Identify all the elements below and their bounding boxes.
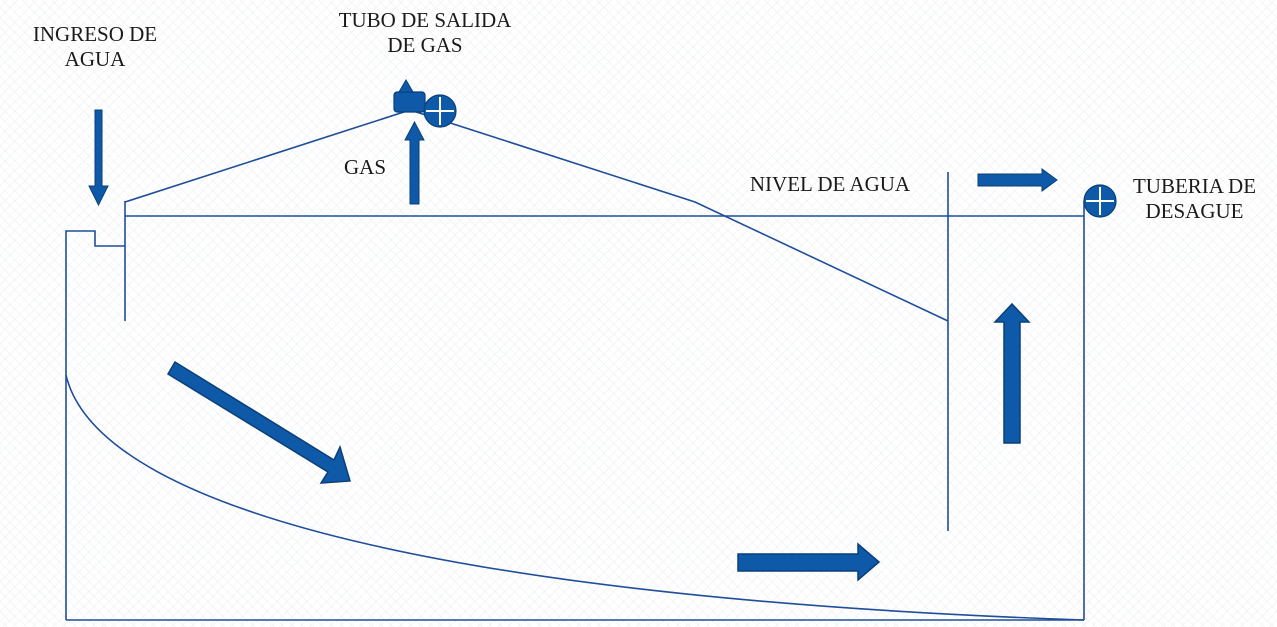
diagonal-flow-arrow-icon	[166, 360, 351, 484]
tank-outline	[65, 230, 125, 620]
down-arrow-icon	[88, 109, 109, 207]
water-level-label: NIVEL DE AGUA	[749, 172, 911, 196]
gas-valve-icon	[393, 79, 457, 128]
pipe-valve-icon	[1083, 184, 1117, 218]
gas-dome	[124, 109, 949, 322]
gas-outlet-pipe-label: TUBO DE SALIDA DE GAS	[338, 8, 512, 57]
bottom-flow-arrow-icon	[737, 542, 881, 582]
drain-pipe-label: TUBERIA DE DESAGUE	[1132, 174, 1257, 223]
sludge-curve	[65, 374, 1085, 621]
gas-up-arrow-icon	[404, 120, 425, 205]
effluent-right-arrow-icon	[977, 168, 1058, 192]
water-inlet-label: INGRESO DE AGUA	[32, 22, 158, 71]
up-arrow-icon	[993, 302, 1031, 444]
gas-label: GAS	[343, 155, 386, 179]
